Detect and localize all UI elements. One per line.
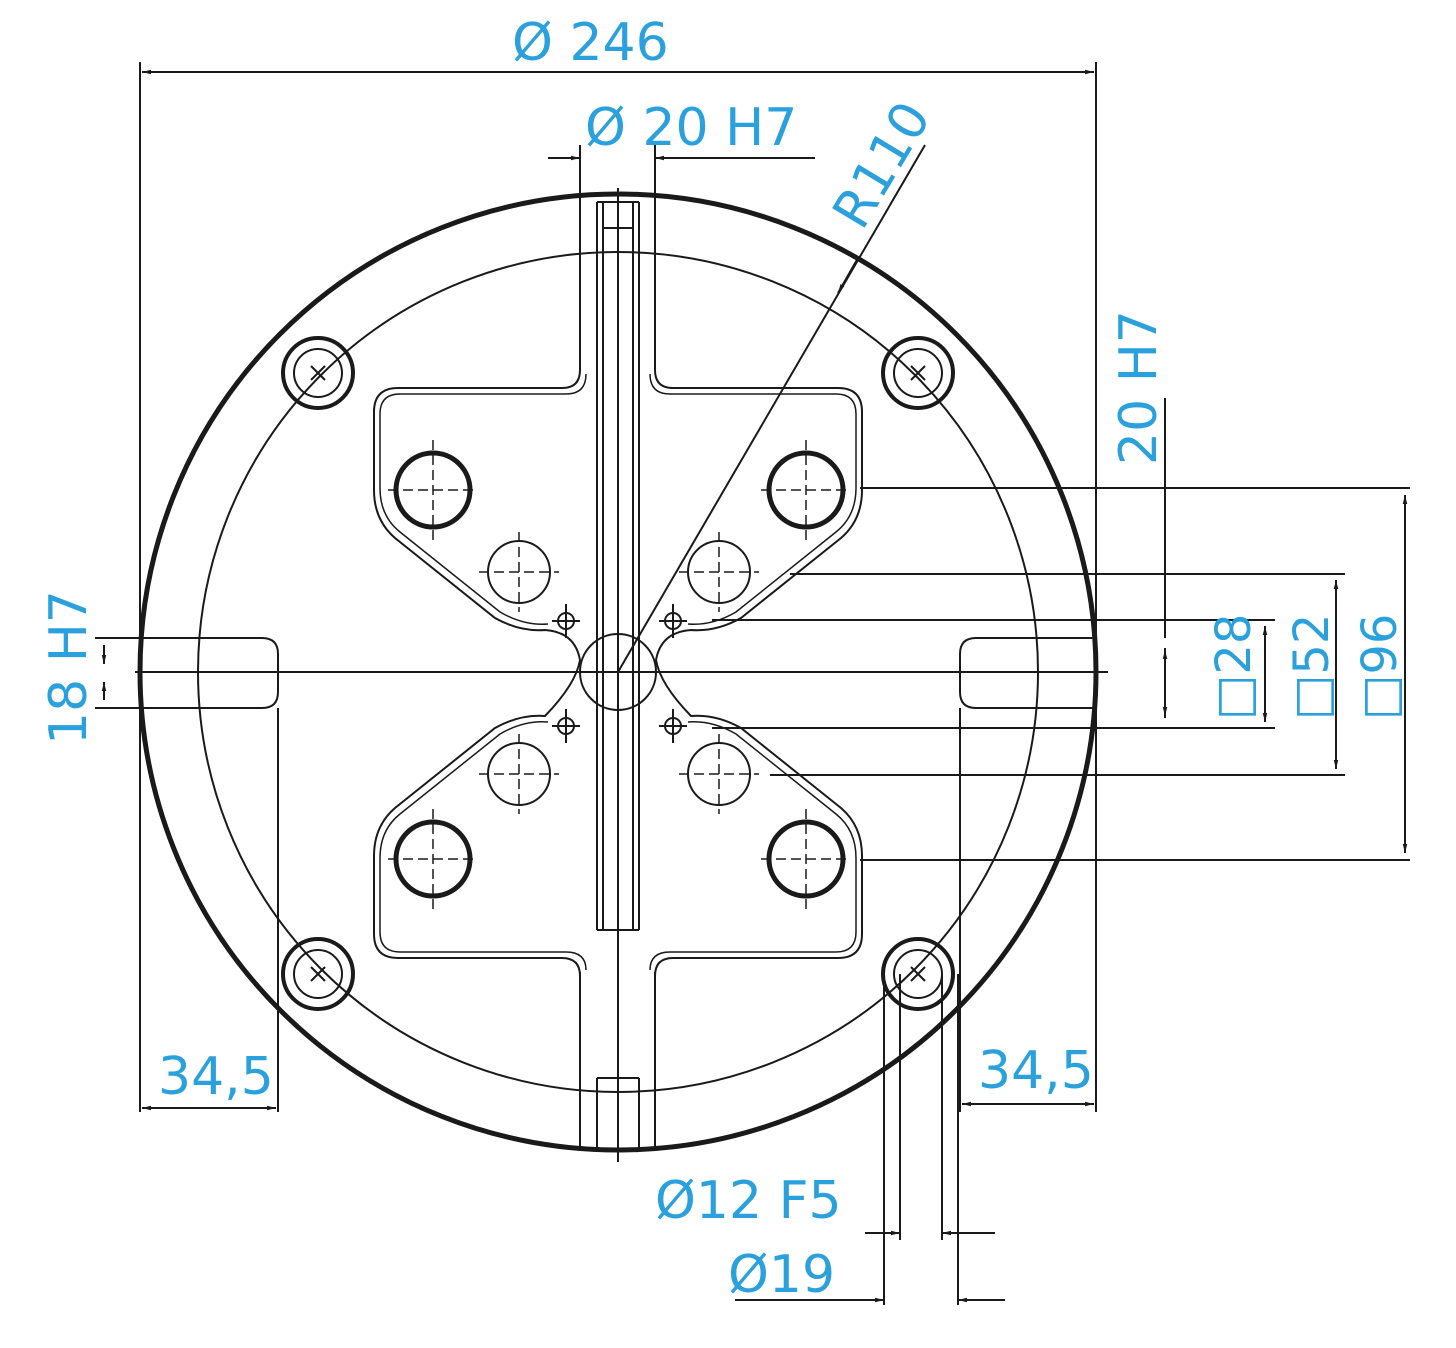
- dim-square-52: □52: [1284, 614, 1340, 720]
- center-plate-outline-inner: [379, 373, 857, 971]
- dim-square-28: □28: [1206, 614, 1262, 720]
- dim-square-96: □96: [1352, 614, 1408, 720]
- bolt-holes: [281, 336, 955, 1011]
- dim-slot-left: 18 H7: [39, 590, 99, 745]
- central-bore: [579, 633, 657, 711]
- right-slot: [959, 637, 1096, 709]
- dim-pin-fit: Ø12 F5: [655, 1171, 842, 1231]
- left-slot: [140, 637, 279, 709]
- large-mounting-holes: [393, 450, 846, 899]
- top-keyway: [579, 195, 656, 1150]
- center-plate-outline: [373, 369, 863, 977]
- dim-edge-left: 34,5: [158, 1047, 274, 1107]
- dim-edge-right: 34,5: [978, 1041, 1094, 1101]
- dim-radius: R110: [822, 92, 943, 239]
- radius-leader: [617, 144, 926, 673]
- dim-outer-diameter: Ø 246: [512, 13, 669, 73]
- dim-slot-right: 20 H7: [1109, 310, 1169, 465]
- dim-pin-diameter: Ø19: [728, 1245, 835, 1305]
- dim-bore: Ø 20 H7: [585, 98, 797, 158]
- small-cross-markers: [552, 604, 687, 743]
